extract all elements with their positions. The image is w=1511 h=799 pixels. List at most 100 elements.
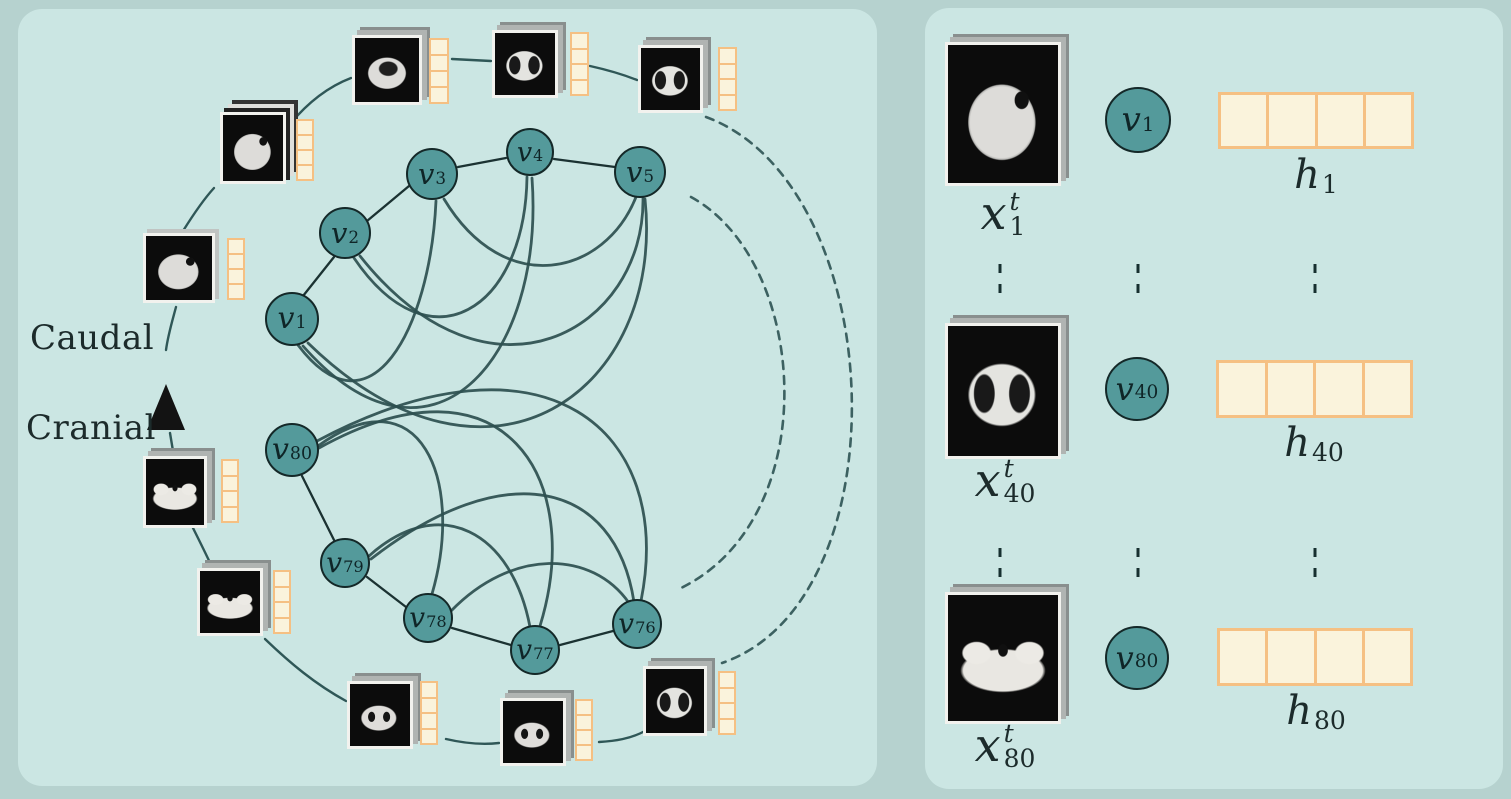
node-base: v <box>1115 639 1134 677</box>
h-sub: 40 <box>1311 438 1344 467</box>
node-sub: 80 <box>1134 651 1159 673</box>
hidden-vector-h80 <box>1217 628 1413 686</box>
node-base: v <box>326 546 343 579</box>
node-sub: 2 <box>348 226 360 247</box>
feature-vector-strip <box>575 699 593 761</box>
x-sup: t <box>1009 186 1020 216</box>
node-sub: 80 <box>289 443 313 464</box>
caudal-label: Caudal <box>30 318 155 358</box>
feature-vector-strip <box>221 459 239 523</box>
h-sub: 1 <box>1321 170 1338 199</box>
ct-scan-content <box>350 684 410 746</box>
feature-vector-strip <box>718 671 736 735</box>
ct-slice-image <box>500 698 566 766</box>
x-sup: t <box>1003 453 1014 483</box>
ct-slice-image-x80 <box>945 592 1061 724</box>
x-base: x <box>980 186 1007 240</box>
h-base: h <box>1286 688 1312 734</box>
node-sub: 1 <box>1141 113 1155 137</box>
node-sub: 3 <box>435 167 447 188</box>
ct-slice-image <box>347 681 413 749</box>
ct-scan-content <box>641 48 700 110</box>
node-base: v <box>1121 100 1141 140</box>
node-sub: 76 <box>635 617 656 637</box>
ct-scan-content <box>146 459 204 525</box>
ct-scan-content <box>355 38 419 102</box>
node-base: v <box>1115 370 1134 408</box>
ct-scan-content <box>948 326 1058 456</box>
feature-vector-strip <box>296 119 314 181</box>
x-base: x <box>974 718 1001 772</box>
node-sub: 1 <box>295 312 307 333</box>
node-base: v <box>277 301 295 336</box>
feature-vector-strip <box>429 38 449 104</box>
ct-slice-image <box>143 233 215 303</box>
ct-slice-image <box>492 30 558 98</box>
ct-scan-content <box>503 701 563 763</box>
hidden-vector-h1 <box>1218 92 1414 149</box>
ct-slice-image <box>352 35 422 105</box>
hidden-vector-h40 <box>1216 360 1413 418</box>
ct-scan-content <box>146 236 212 300</box>
node-base: v <box>618 607 635 640</box>
graph-construction-panel <box>18 9 877 786</box>
ct-scan-content <box>223 115 283 181</box>
ct-slice-image-x1 <box>945 42 1061 186</box>
feature-vector-strip <box>718 47 737 111</box>
x-sup: t <box>1003 718 1014 748</box>
node-sub: 78 <box>426 611 447 631</box>
node-base: v <box>516 633 533 666</box>
ct-scan-content <box>948 595 1058 721</box>
ct-scan-content <box>200 571 260 633</box>
cranial-label: Cranial <box>26 408 156 448</box>
x-sub: 1 <box>1009 212 1026 241</box>
ct-slice-image <box>143 456 207 528</box>
node-base: v <box>409 601 426 634</box>
node-sub: 4 <box>533 146 544 166</box>
node-base: v <box>271 432 289 467</box>
h-base: h <box>1284 420 1310 466</box>
h-base: h <box>1294 152 1320 198</box>
ct-slice-image-x40 <box>945 323 1061 459</box>
node-sub: 40 <box>1134 382 1159 404</box>
node-sub: 79 <box>343 556 364 576</box>
x-sub: 80 <box>1003 744 1036 773</box>
ct-slice-image <box>638 45 703 113</box>
ct-scan-content <box>495 33 555 95</box>
node-base: v <box>516 136 533 168</box>
ct-scan-content <box>646 669 704 733</box>
feature-vector-strip <box>570 32 589 96</box>
x-sub: 40 <box>1003 479 1036 508</box>
ct-slice-image <box>643 666 707 736</box>
h-sub: 80 <box>1313 706 1346 735</box>
node-base: v <box>330 215 348 250</box>
feature-vector-strip <box>273 570 291 634</box>
feature-vector-strip <box>227 238 245 300</box>
ct-scan-content <box>948 45 1058 183</box>
node-base: v <box>625 154 643 189</box>
node-base: v <box>417 156 435 191</box>
node-sub: 5 <box>643 165 655 186</box>
ct-slice-image <box>220 112 286 184</box>
x-base: x <box>974 453 1001 507</box>
ct-slice-image <box>197 568 263 636</box>
